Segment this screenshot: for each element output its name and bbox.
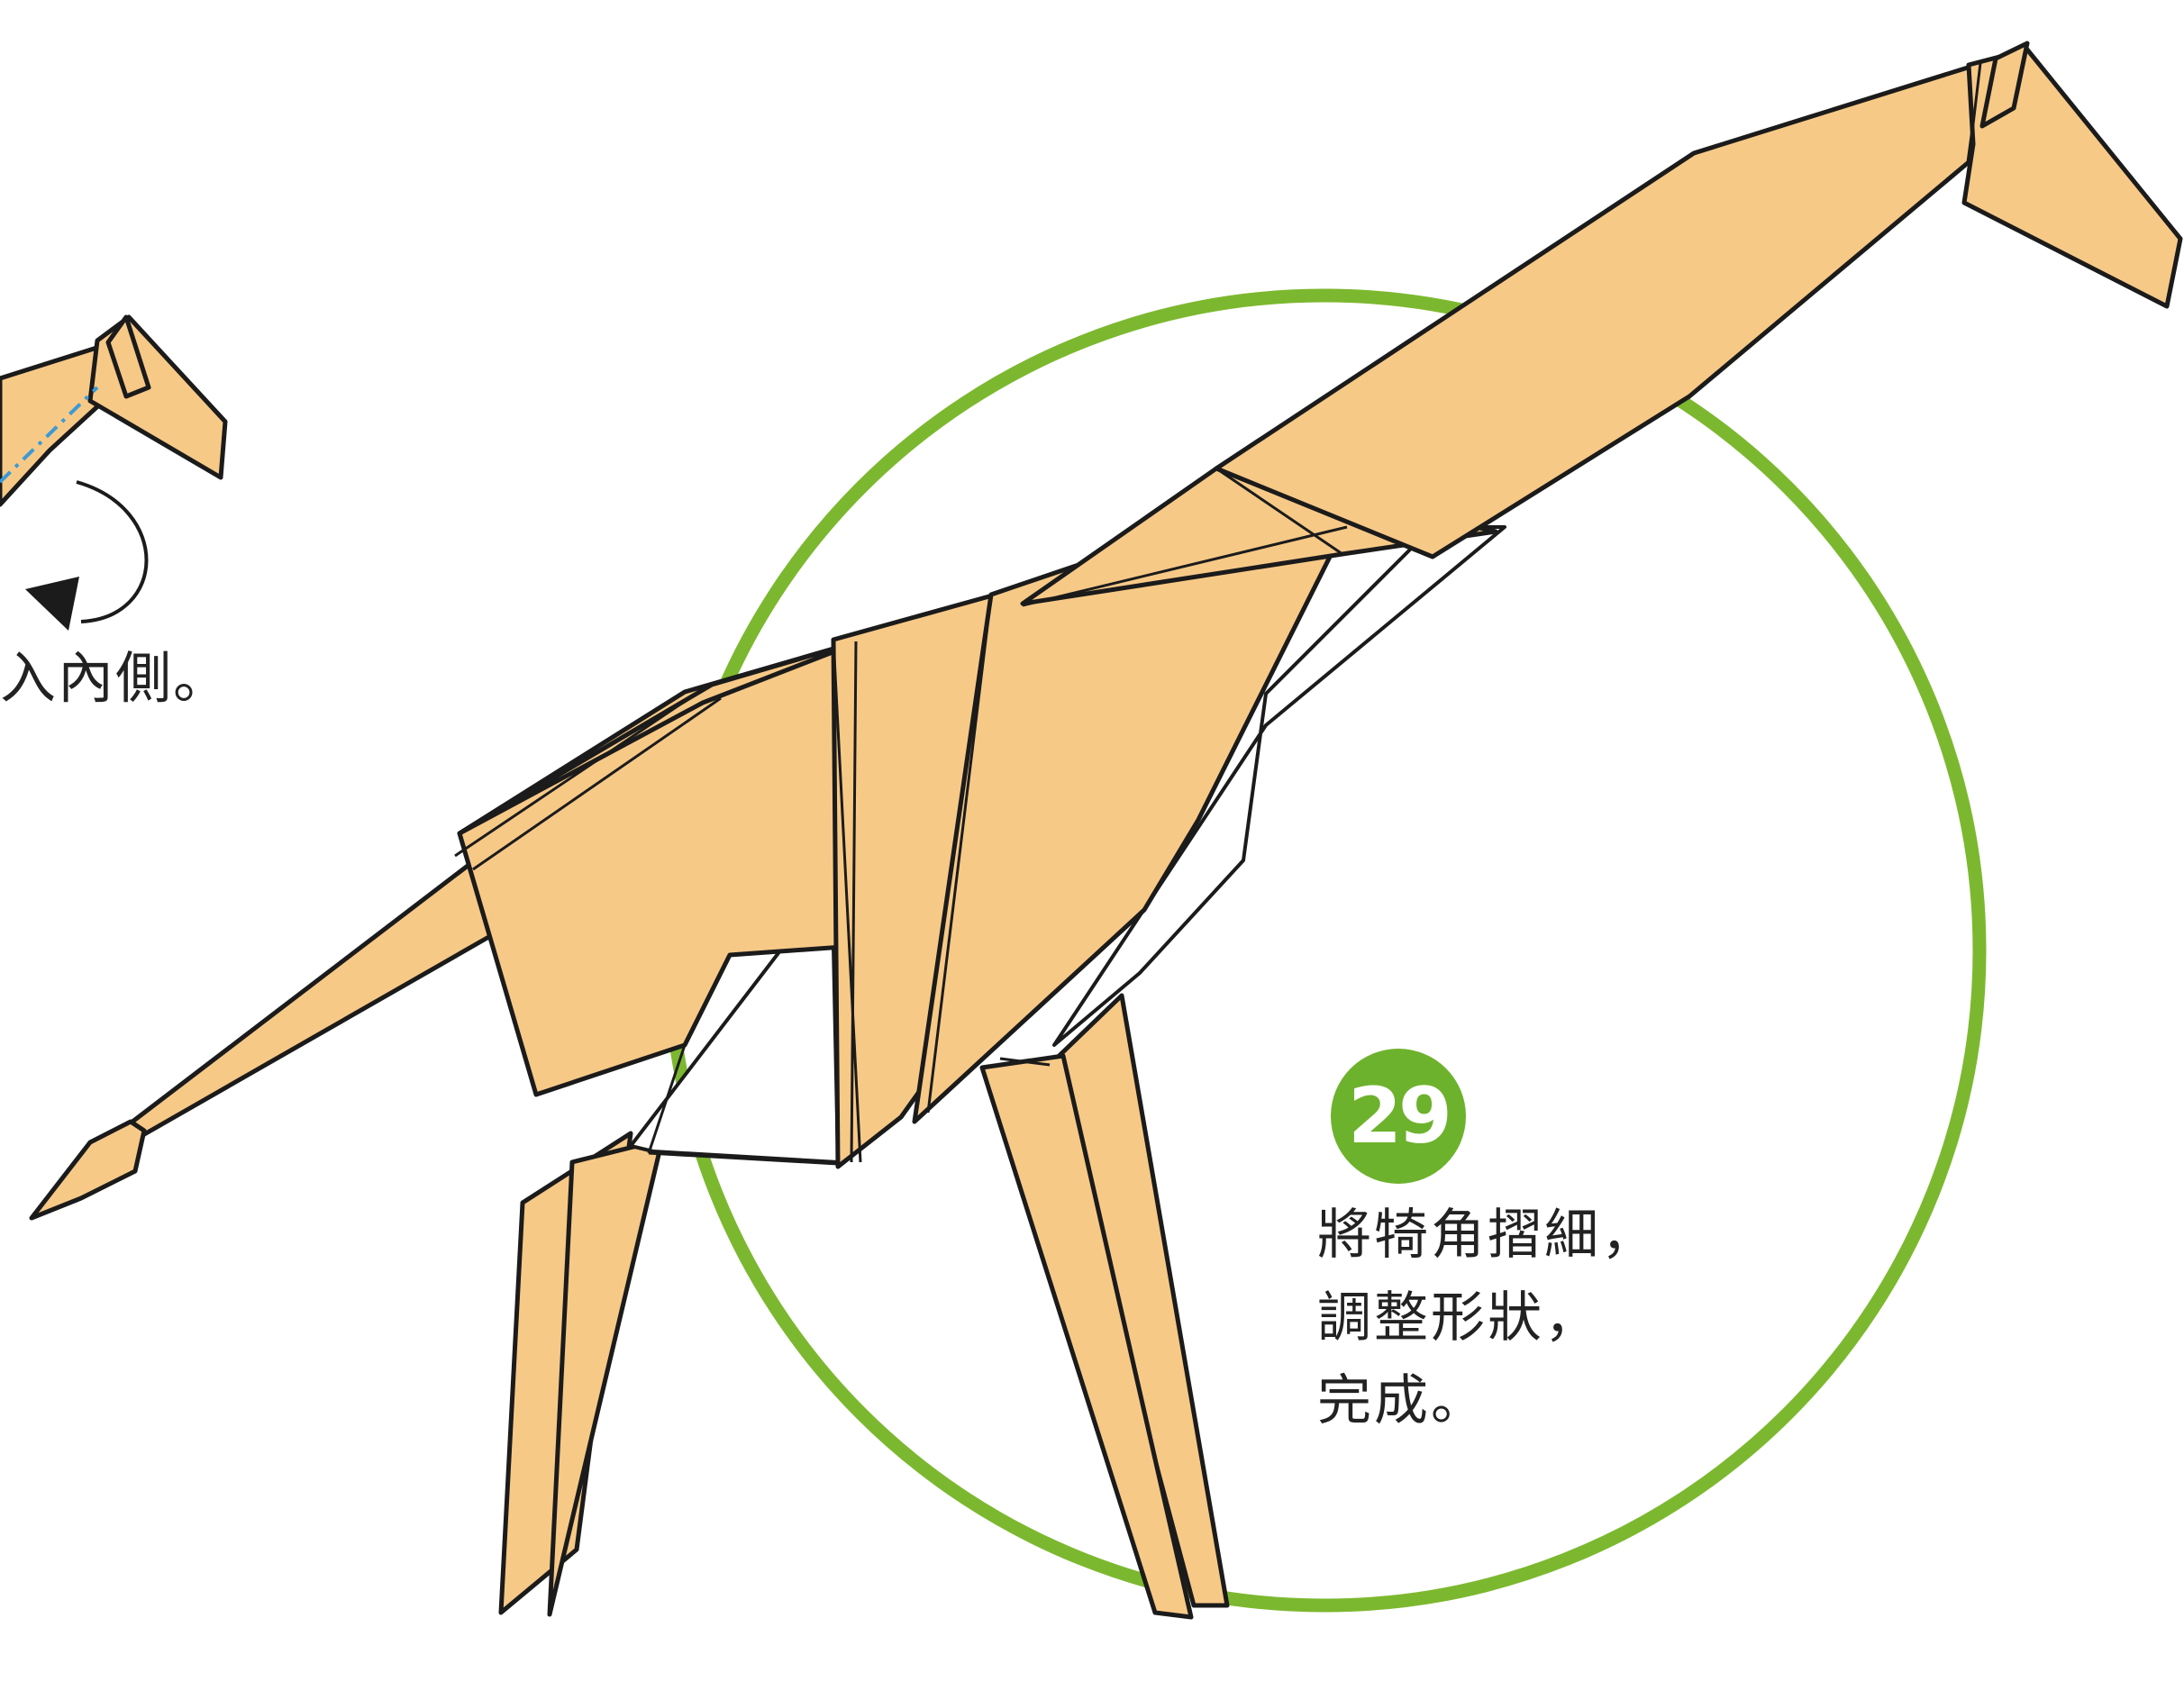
valley-fold-line bbox=[0, 386, 99, 484]
giraffe-model bbox=[29, 41, 2183, 1620]
instruction-line: 將犄角摺細， bbox=[1317, 1204, 1658, 1267]
step-number: 29 bbox=[1348, 1071, 1452, 1161]
fold-arrow-head bbox=[25, 577, 79, 631]
fold-lines bbox=[454, 62, 1982, 1166]
prev-ear-shape bbox=[105, 314, 151, 399]
horn bbox=[1979, 41, 2030, 129]
chest-underside bbox=[1052, 525, 1506, 1047]
neck-lower bbox=[1020, 466, 1498, 606]
hind-leg-right bbox=[547, 1137, 665, 1617]
previous-step-caption: 入內側。 bbox=[0, 645, 232, 711]
front-leg-front bbox=[979, 1053, 1194, 1620]
step-instructions: 將犄角摺細， 調整形狀， 完成。 bbox=[1317, 1194, 1658, 1442]
neck-upper bbox=[1214, 60, 1985, 559]
previous-step-giraffe bbox=[0, 314, 228, 631]
tail bbox=[114, 849, 507, 1140]
instruction-line: 調整形狀， bbox=[1317, 1286, 1601, 1350]
tail-tuft bbox=[29, 1119, 147, 1221]
prev-neck-shape bbox=[0, 341, 111, 507]
instruction-line: 完成。 bbox=[1317, 1369, 1488, 1432]
step-number-badge: 29 bbox=[1331, 1049, 1466, 1184]
fold-arrow-curve bbox=[76, 480, 149, 623]
